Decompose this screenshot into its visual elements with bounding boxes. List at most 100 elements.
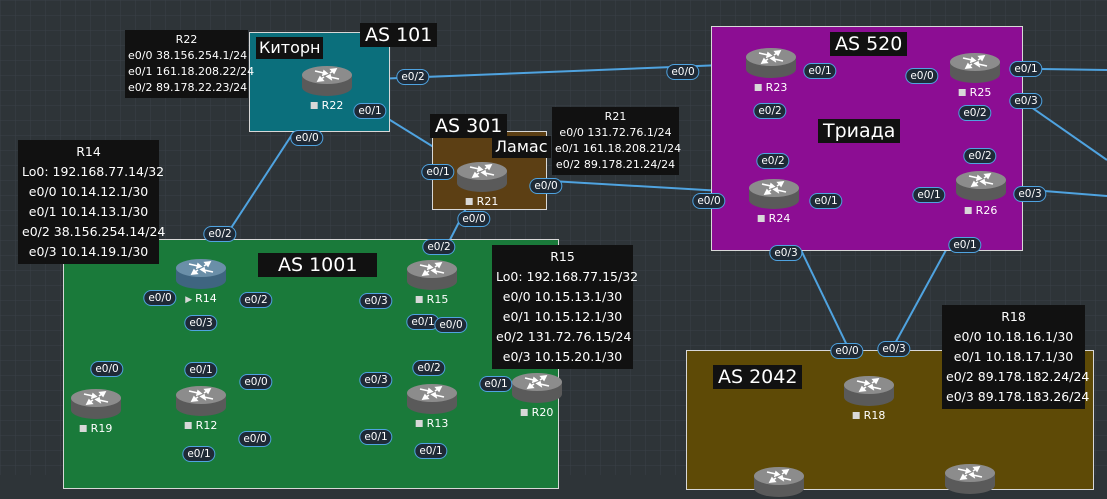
interface-port-badge[interactable]: e0/0 (692, 193, 726, 209)
router-name: R25 (969, 86, 992, 99)
interface-port-badge[interactable]: e0/3 (359, 372, 393, 388)
r21-info-line: e0/0 131.72.76.1/24 (559, 126, 672, 139)
router-r24-label: R24 (757, 212, 791, 225)
router-r19-label: R19 (79, 422, 112, 435)
interface-port-badge[interactable]: e0/3 (769, 245, 803, 261)
router-name: R23 (765, 81, 788, 94)
interface-port-badge[interactable]: e0/3 (1009, 93, 1043, 109)
r18-info-line: e0/3 89.178.183.26/24 (946, 389, 1090, 404)
interface-port-badge[interactable]: e0/2 (753, 103, 787, 119)
router-r24-icon[interactable] (747, 177, 801, 211)
interface-port-badge[interactable]: e0/1 (353, 103, 387, 119)
interface-port-badge[interactable]: e0/1 (803, 63, 837, 79)
interface-port-badge[interactable]: e0/0 (457, 211, 491, 227)
interface-port-badge[interactable]: e0/1 (948, 237, 982, 253)
interface-port-badge[interactable]: e0/1 (421, 164, 455, 180)
r21-info-box: R21 e0/0 131.72.76.1/24 e0/1 161.18.208.… (552, 107, 682, 175)
interface-port-badge[interactable]: e0/0 (666, 64, 700, 80)
interface-port-badge[interactable]: e0/2 (239, 292, 273, 308)
r15-info-box: R15 Lo0: 192.168.77.15/32 e0/0 10.15.13.… (492, 245, 639, 369)
stopped-indicator-icon (754, 84, 762, 91)
stopped-indicator-icon (958, 89, 966, 96)
interface-port-badge[interactable]: e0/2 (203, 226, 237, 242)
stopped-indicator-icon (415, 420, 423, 427)
r14-info-line: e0/0 10.14.12.1/30 (28, 184, 149, 199)
interface-port-badge[interactable]: e0/0 (290, 130, 324, 146)
router-r12-icon[interactable] (174, 384, 228, 418)
r21-info-line: e0/2 89.178.21.24/24 (555, 158, 676, 171)
interface-port-badge[interactable]: e0/2 (396, 69, 430, 85)
interface-port-badge[interactable]: e0/0 (239, 374, 273, 390)
router-r13-label: R13 (415, 417, 448, 430)
interface-port-badge[interactable]: e0/3 (1013, 186, 1047, 202)
interface-port-badge[interactable]: e0/2 (963, 148, 997, 164)
router-r13-icon[interactable] (405, 382, 459, 416)
interface-port-badge[interactable]: e0/1 (912, 187, 946, 203)
running-indicator-icon: ▶ (185, 295, 193, 305)
interface-port-badge[interactable]: e0/1 (414, 443, 448, 459)
as-520-name: Триада (818, 119, 901, 143)
interface-port-badge[interactable]: e0/0 (434, 317, 468, 333)
router-partial-icon[interactable] (752, 465, 806, 499)
router-r18-label: R18 (852, 409, 885, 422)
r15-info-line: e0/2 131.72.76.15/24 (496, 329, 632, 344)
r14-info-box: R14 Lo0: 192.168.77.14/32 e0/0 10.14.12.… (18, 140, 165, 264)
interface-port-badge[interactable]: e0/0 (529, 178, 563, 194)
router-r25-icon[interactable] (948, 51, 1002, 85)
router-r18-icon[interactable] (842, 374, 896, 408)
as-520-title: AS 520 (830, 32, 908, 56)
interface-port-badge[interactable]: e0/3 (359, 293, 393, 309)
interface-port-badge[interactable]: e0/0 (238, 431, 272, 447)
stopped-indicator-icon (964, 207, 972, 214)
r18-info-line: e0/0 10.18.16.1/30 (953, 329, 1074, 344)
stopped-indicator-icon (757, 215, 765, 222)
interface-port-badge[interactable]: e0/1 (809, 193, 843, 209)
stopped-indicator-icon (852, 412, 860, 419)
r14-info-line: Lo0: 192.168.77.14/32 (22, 164, 165, 179)
interface-port-badge[interactable]: e0/1 (1009, 61, 1043, 77)
interface-port-badge[interactable]: e0/1 (359, 429, 393, 445)
router-r23-icon[interactable] (744, 46, 798, 80)
router-r26-icon[interactable] (954, 169, 1008, 203)
router-r19-icon[interactable] (69, 387, 123, 421)
router-r14-label: ▶R14 (185, 292, 217, 305)
router-name: R26 (975, 204, 998, 217)
r21-info-line: e0/1 161.18.208.21/24 (555, 142, 682, 155)
r15-info-line: R15 (550, 249, 575, 264)
stopped-indicator-icon (184, 422, 192, 429)
as-1001-area[interactable] (63, 239, 559, 489)
interface-port-badge[interactable]: e0/3 (184, 315, 218, 331)
r18-info-line: e0/2 89.178.182.24/24 (946, 369, 1090, 384)
r21-info-line: R21 (604, 110, 627, 123)
router-r20-icon[interactable] (510, 371, 564, 405)
router-r14-icon[interactable] (174, 257, 228, 291)
r15-info-line: Lo0: 192.168.77.15/32 (496, 269, 639, 284)
router-r22-icon[interactable] (300, 64, 354, 98)
r22-info-line: e0/1 161.18.208.22/24 (128, 65, 255, 78)
router-r21-icon[interactable] (455, 160, 509, 194)
interface-port-badge[interactable]: e0/0 (830, 343, 864, 359)
as-101-name: Киторн (256, 37, 324, 59)
r22-info-line: R22 (175, 33, 198, 46)
interface-port-badge[interactable]: e0/0 (90, 361, 124, 377)
interface-port-badge[interactable]: e0/1 (406, 314, 440, 330)
router-r15-icon[interactable] (405, 258, 459, 292)
r14-info-line: e0/1 10.14.13.1/30 (28, 204, 149, 219)
interface-port-badge[interactable]: e0/2 (412, 360, 446, 376)
r15-info-line: e0/0 10.15.13.1/30 (502, 289, 623, 304)
interface-port-badge[interactable]: e0/2 (958, 105, 992, 121)
router-name: R20 (531, 406, 554, 419)
interface-port-badge[interactable]: e0/1 (184, 362, 218, 378)
router-name: R12 (195, 419, 218, 432)
interface-port-badge[interactable]: e0/1 (182, 446, 216, 462)
r22-info-line: e0/0 38.156.254.1/24 (128, 49, 248, 62)
router-r20-label: R20 (520, 406, 554, 419)
interface-port-badge[interactable]: e0/2 (756, 153, 790, 169)
interface-port-badge[interactable]: e0/0 (905, 68, 939, 84)
router-partial-icon[interactable] (943, 462, 997, 496)
interface-port-badge[interactable]: e0/3 (877, 341, 911, 357)
interface-port-badge[interactable]: e0/0 (143, 290, 177, 306)
router-name: R24 (768, 212, 791, 225)
interface-port-badge[interactable]: e0/2 (422, 239, 456, 255)
interface-port-badge[interactable]: e0/1 (479, 376, 513, 392)
